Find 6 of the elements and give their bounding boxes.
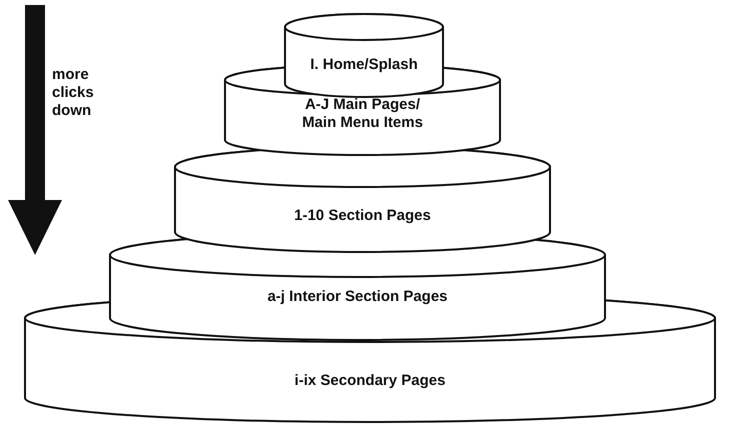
tier-label: 1-10 Section Pages — [294, 207, 431, 225]
tier-label: I. Home/Splash — [310, 56, 418, 74]
tier-label: A-J Main Pages/ Main Menu Items — [301, 96, 424, 132]
tier-label: a-j Interior Section Pages — [267, 288, 448, 306]
tier-label: i-ix Secondary Pages — [294, 372, 446, 390]
direction-label: more clicks down — [52, 66, 95, 120]
